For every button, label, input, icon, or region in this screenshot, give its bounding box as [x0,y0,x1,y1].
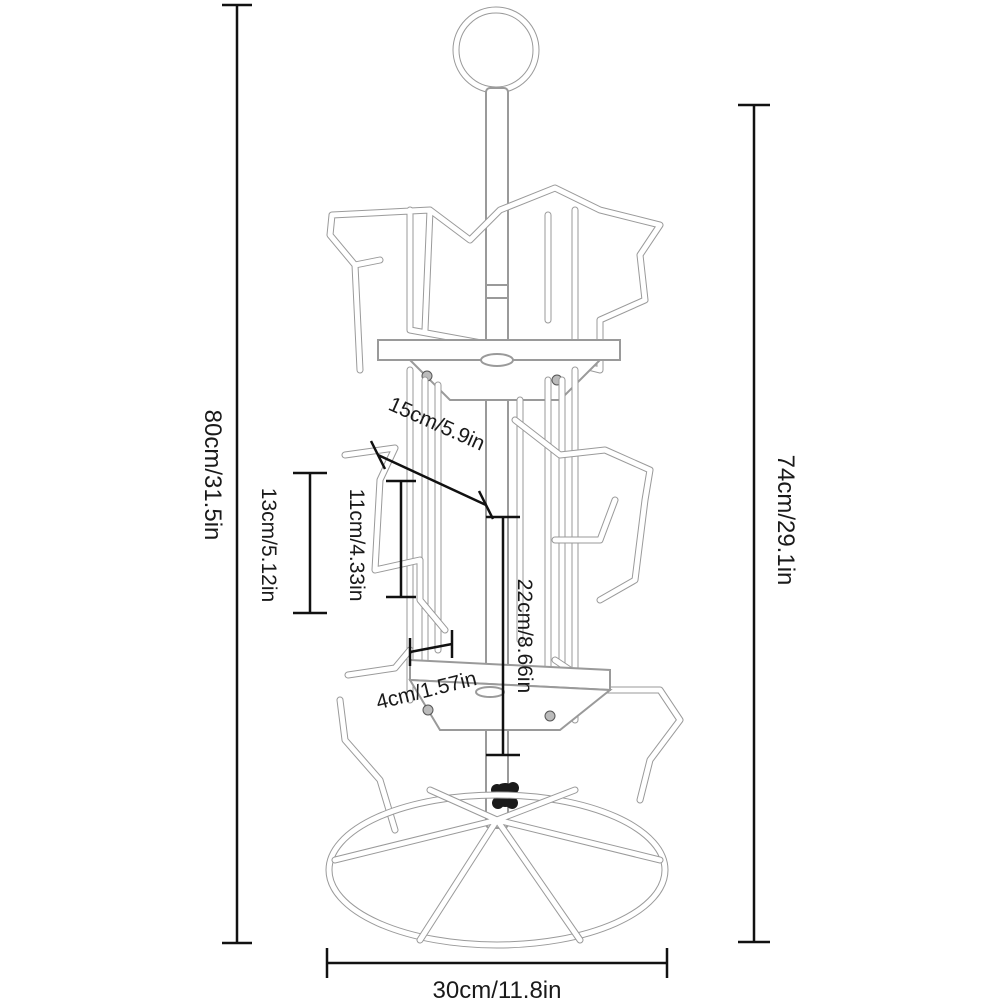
upper-tier [326,184,664,401]
pocket-height-inner-label: 11cm/4.33in [345,489,368,602]
round-base [325,786,669,949]
dimension-base-width: 30cm/11.8in [325,948,669,1000]
base-width-label: 30cm/11.8in [433,977,562,1000]
lower-tier [336,646,684,834]
dimension-tier-spacing: 22cm/8.66in [486,515,536,757]
middle-pockets [341,416,654,634]
dimension-pocket-height-inner: 11cm/4.33in [345,479,416,602]
rack-height-label: 74cm/29.1in [772,455,799,586]
dimension-rack-height: 74cm/29.1in [738,103,799,944]
rack-drawing [325,6,684,949]
pocket-height-outer-label: 13cm/5.12in [257,488,280,602]
top-ring [452,6,540,94]
dimension-total-height: 80cm/31.5in [199,3,252,945]
support-rods [406,366,579,724]
dimension-pocket-height-outer: 13cm/5.12in [257,471,327,615]
tier-spacing-label: 22cm/8.66in [513,579,536,693]
total-height-label: 80cm/31.5in [199,410,226,541]
